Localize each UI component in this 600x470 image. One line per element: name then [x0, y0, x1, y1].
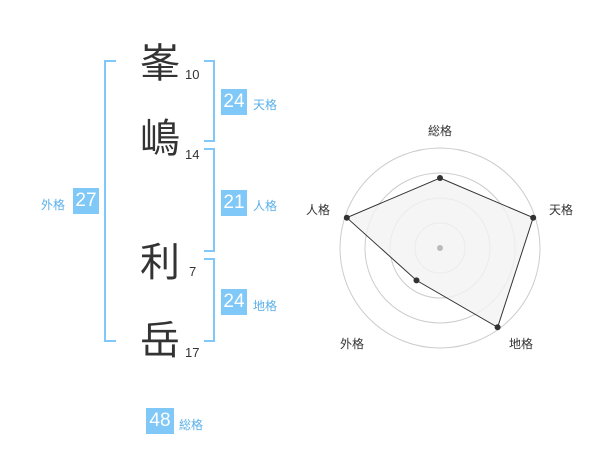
radar-point-4 — [413, 277, 420, 284]
tenkaku-value: 24 — [221, 89, 247, 115]
radar-points — [343, 175, 537, 331]
chikaku-label: 地格 — [253, 299, 278, 313]
soukaku-label: 総格 — [179, 418, 204, 432]
name-char-1: 峯 — [140, 41, 180, 87]
jinkaku-label: 人格 — [253, 199, 278, 213]
name-char-4: 岳 — [140, 318, 180, 364]
chikaku-value: 24 — [221, 289, 247, 315]
radar-axis-label-tenkaku: 天格 — [549, 203, 574, 217]
name-char-3: 利 — [140, 240, 180, 286]
stroke-count-4: 17 — [185, 345, 200, 360]
stroke-count-2: 14 — [185, 147, 200, 162]
jinkaku-value: 21 — [221, 190, 247, 216]
radar-axis-label-gaikaku: 外格 — [340, 337, 365, 351]
stroke-count-1: 10 — [185, 67, 200, 82]
radar-point-5 — [343, 214, 350, 221]
chikaku-bracket — [204, 258, 215, 342]
radar-center-dot — [437, 245, 443, 251]
radar-axis-label-chikaku: 地格 — [509, 337, 534, 351]
radar-point-2 — [530, 214, 537, 221]
radar-axis-label-total: 総格 — [428, 124, 453, 138]
radar-axis-label-jinkaku: 人格 — [306, 203, 331, 217]
soukaku-value: 48 — [146, 408, 174, 434]
jinkaku-bracket — [204, 148, 215, 252]
tenkaku-label: 天格 — [253, 98, 278, 112]
gaikaku-value: 27 — [73, 188, 99, 214]
radar-point-3 — [494, 324, 501, 331]
stroke-count-3: 7 — [189, 264, 197, 279]
gaikaku-label: 外格 — [41, 198, 66, 212]
radar-data-shape — [345, 177, 534, 329]
radar-chart — [339, 147, 541, 349]
name-char-2: 嶋 — [140, 116, 180, 162]
tenkaku-bracket — [204, 60, 215, 142]
radar-ring — [339, 147, 541, 349]
radar-point-1 — [437, 175, 443, 181]
gaikaku-bracket — [104, 60, 116, 342]
